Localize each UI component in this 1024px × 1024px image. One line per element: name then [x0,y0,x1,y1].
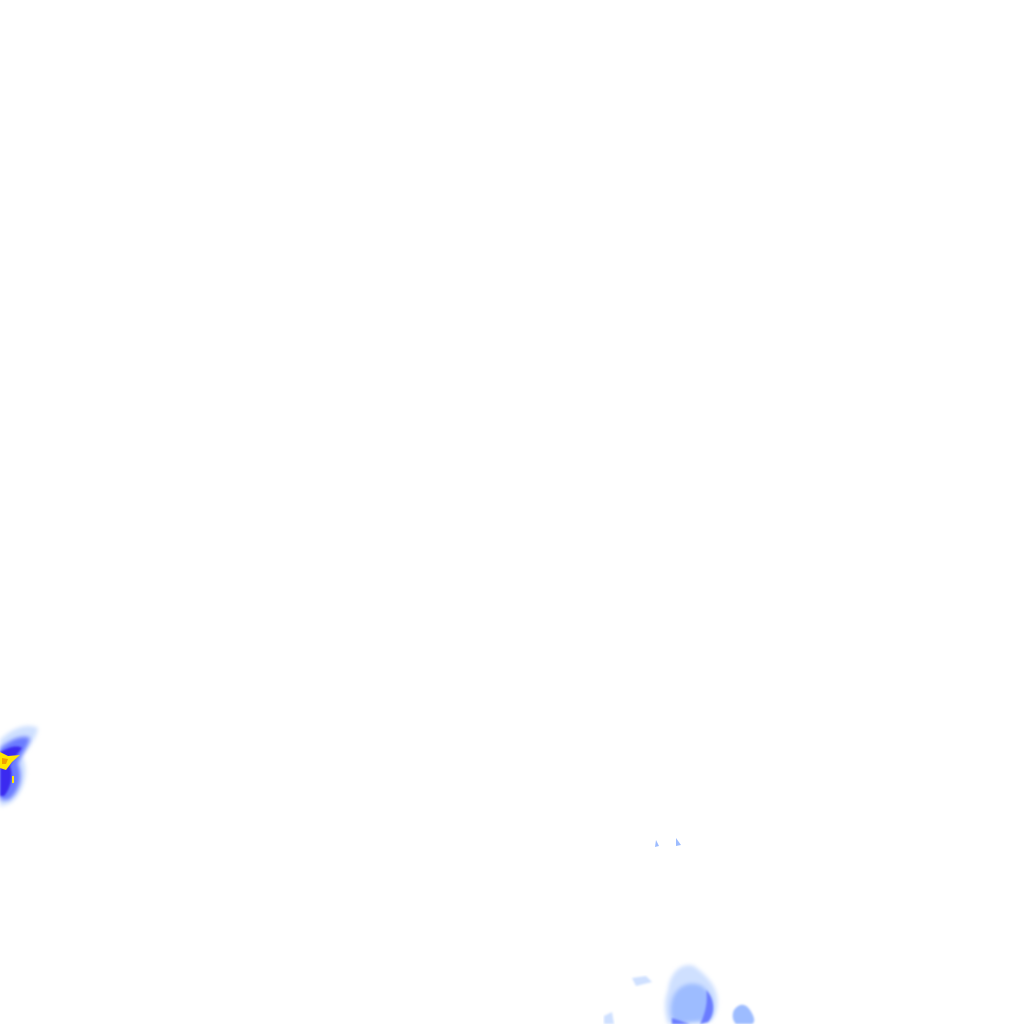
west-edge-cell [0,725,38,806]
small-speckles [655,838,681,847]
south-cell [604,965,718,1024]
south-east-fragment [732,1004,755,1024]
